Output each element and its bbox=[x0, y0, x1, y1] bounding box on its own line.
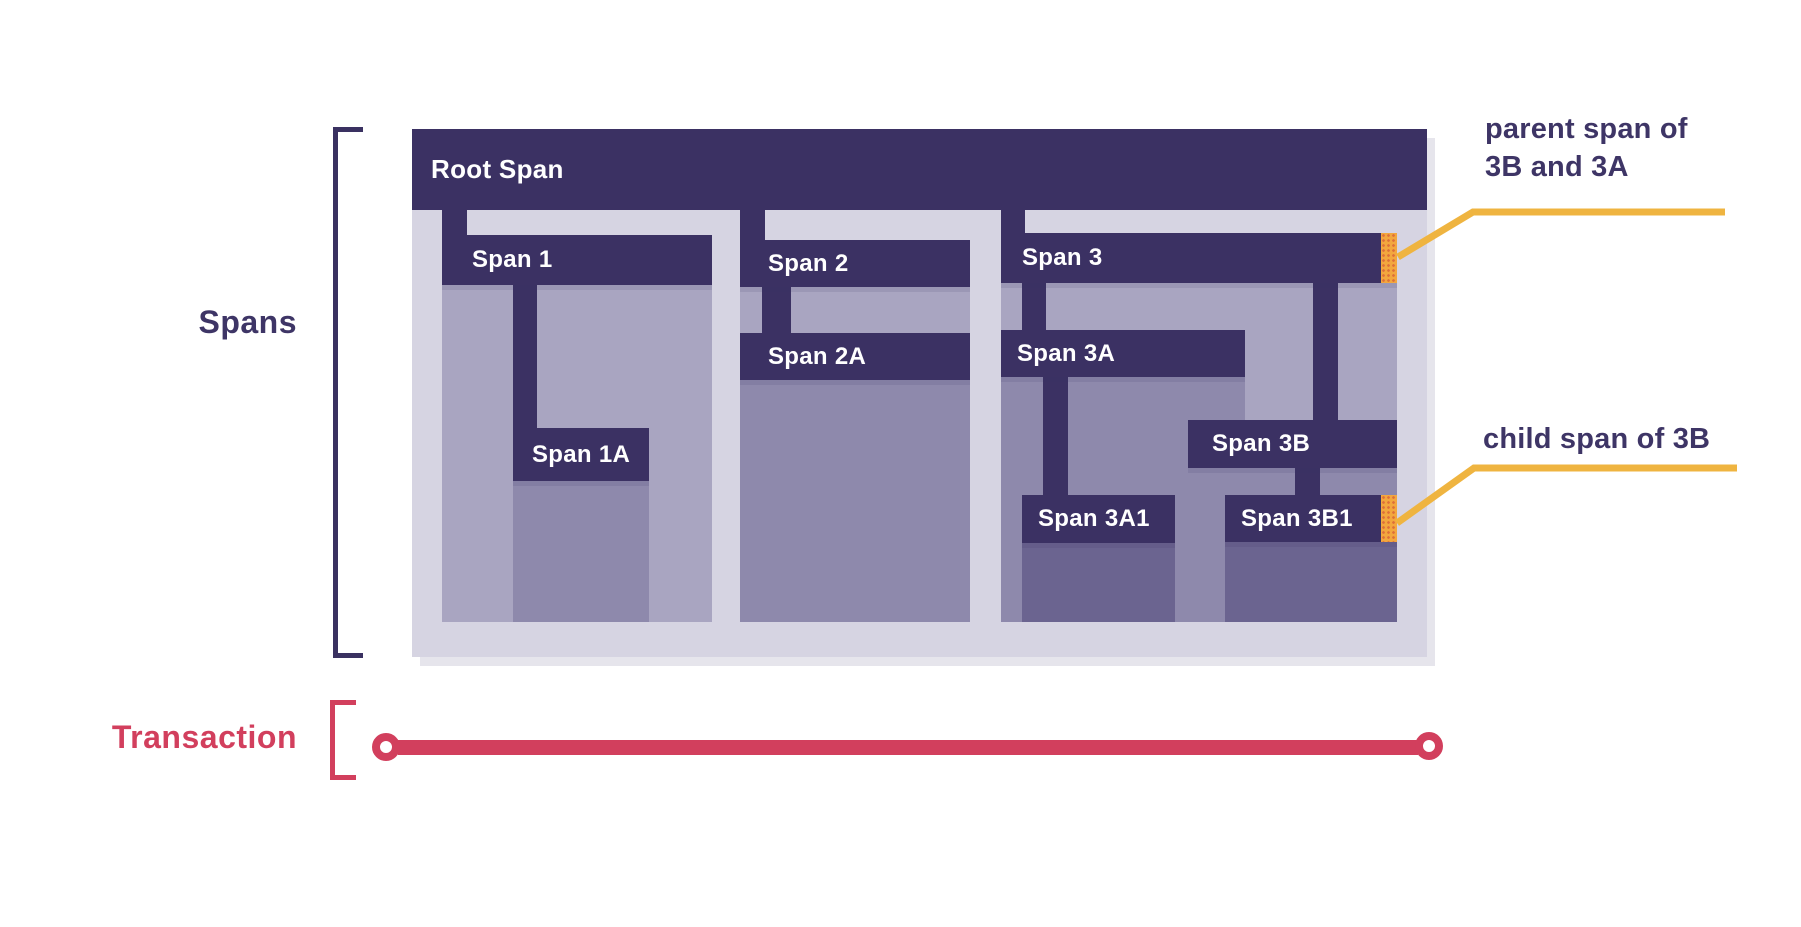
connector-span1-span1a bbox=[513, 285, 537, 430]
spans-label: Spans bbox=[198, 304, 297, 340]
span1a-region bbox=[513, 481, 649, 622]
span-bar-span2a-label: Span 2A bbox=[768, 342, 867, 370]
span-bar-span2a: Span 2A bbox=[740, 333, 970, 380]
span-bar-span1-label: Span 1 bbox=[472, 246, 553, 273]
span-bar-span2-label: Span 2 bbox=[768, 249, 849, 277]
span-bar-span3a: Span 3A bbox=[1001, 330, 1245, 377]
connector-root-span3 bbox=[1001, 210, 1025, 235]
span-bar-span3a1-label: Span 3A1 bbox=[1038, 505, 1150, 532]
connector-root-span2 bbox=[740, 210, 765, 242]
span-bar-span1a: Span 1A bbox=[513, 428, 649, 481]
transaction-bracket bbox=[330, 700, 356, 780]
span-bar-root-label: Root Span bbox=[431, 154, 564, 184]
transaction-label: Transaction bbox=[111, 719, 297, 755]
span-bar-root: Root Span bbox=[412, 129, 1427, 210]
span2a-region bbox=[740, 380, 970, 622]
transaction-timeline bbox=[398, 740, 1418, 755]
parent-span-annotation: parent span of 3B and 3A bbox=[1485, 113, 1688, 183]
span-bar-span3a-label: Span 3A bbox=[1017, 339, 1116, 367]
span-bar-span1: Span 1 bbox=[442, 235, 712, 285]
transaction-start-point bbox=[372, 733, 400, 761]
parent-annotation-line bbox=[1396, 208, 1725, 261]
connector-root-span1 bbox=[442, 210, 467, 237]
transaction-end-point bbox=[1415, 732, 1443, 760]
span-bar-span2: Span 2 bbox=[740, 240, 970, 287]
span3b1-region bbox=[1225, 542, 1397, 622]
span3a1-region bbox=[1022, 543, 1175, 622]
span-bar-span3b1: Span 3B1 bbox=[1225, 495, 1397, 542]
span-bar-span3a1: Span 3A1 bbox=[1022, 495, 1175, 543]
connector-span3-span3a bbox=[1022, 283, 1046, 332]
connector-span3b-span3b1 bbox=[1295, 468, 1320, 497]
child-span-annotation: child span of 3B bbox=[1483, 423, 1711, 455]
connector-span3a-span3a1 bbox=[1043, 377, 1068, 497]
connector-span2-span2a bbox=[762, 287, 791, 335]
connector-span3-span3b bbox=[1313, 283, 1338, 422]
span-bar-span3b1-label: Span 3B1 bbox=[1241, 504, 1353, 532]
span-bar-span1a-label: Span 1A bbox=[532, 440, 631, 468]
spans-bracket bbox=[333, 127, 363, 658]
span-bar-span3: Span 3 bbox=[1001, 233, 1397, 283]
span-bar-span3-label: Span 3 bbox=[1022, 244, 1103, 271]
span-bar-span3b: Span 3B bbox=[1188, 420, 1397, 468]
child-annotation-line bbox=[1394, 464, 1737, 526]
child-span-marker bbox=[1381, 495, 1397, 542]
parent-span-marker bbox=[1381, 233, 1397, 283]
span-bar-span3b-label: Span 3B bbox=[1212, 430, 1311, 457]
